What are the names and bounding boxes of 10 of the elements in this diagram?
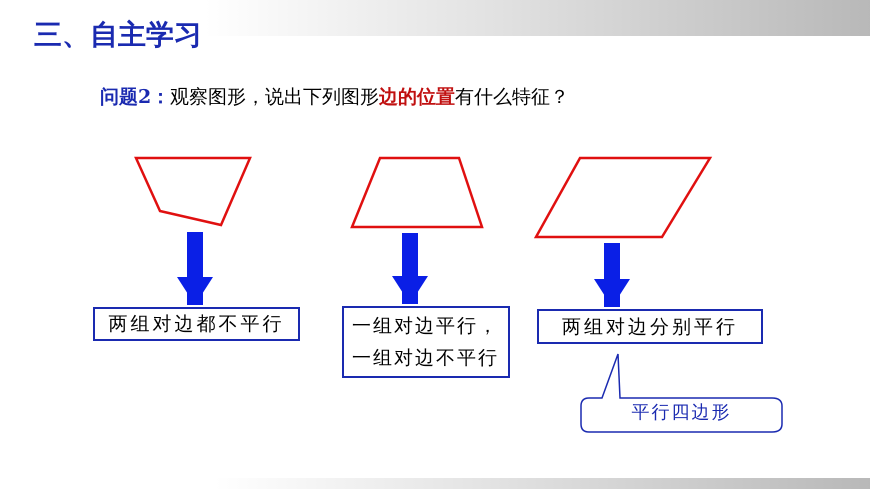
block-arrow <box>177 232 213 305</box>
title: 三、自主学习 <box>34 17 202 53</box>
question-text: 问题2：观察图形，说出下列图形边的位置有什么特征？ <box>100 85 570 110</box>
text-box: 两组对边分别平行 <box>537 309 763 344</box>
callout-bubble <box>580 353 783 433</box>
text-box: 两组对边都不平行 <box>93 307 300 341</box>
callout-text: 平行四边形 <box>630 401 732 424</box>
block-arrow <box>594 243 630 307</box>
block-arrow <box>392 233 428 304</box>
text-box: 一组对边平行，一组对边不平行 <box>342 306 510 378</box>
